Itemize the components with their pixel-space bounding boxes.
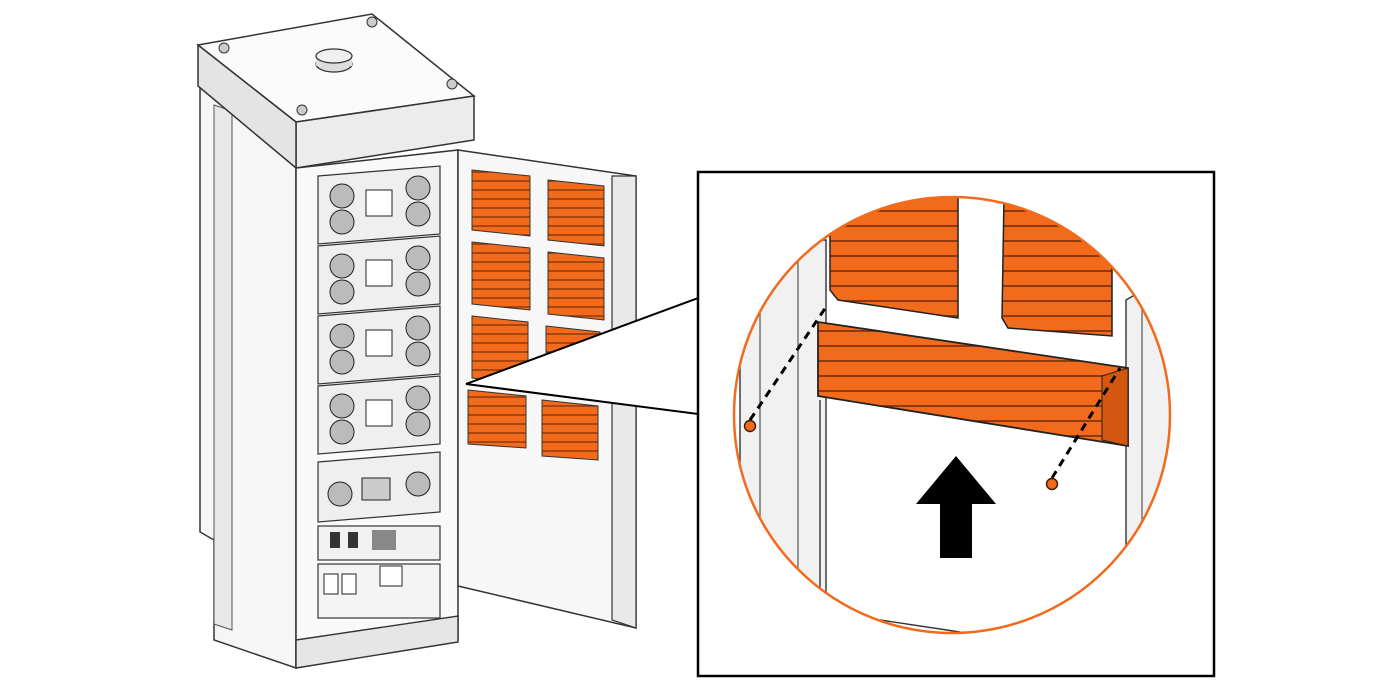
ups-cabinet (196, 13, 476, 670)
filter-panel (471, 169, 531, 237)
screw-icon (743, 419, 757, 433)
power-modules (317, 165, 441, 455)
dashed-alignment-line (1050, 367, 1122, 479)
power-module (317, 375, 441, 455)
power-module (317, 305, 441, 385)
dashed-alignment-line (748, 303, 830, 421)
up-arrow-icon (916, 456, 996, 558)
filter-panel (467, 389, 527, 449)
filter-panel (547, 179, 605, 247)
cabinet-base (295, 615, 459, 669)
control-section (317, 451, 441, 619)
magnifier-circle (732, 195, 1172, 635)
filter-panel (471, 241, 531, 311)
filter-panel (547, 251, 605, 321)
upper-filter-left (829, 197, 959, 319)
power-module (317, 165, 441, 245)
screw-icon (1045, 477, 1059, 491)
filter-panel (541, 399, 599, 461)
detail-callout (696, 170, 1216, 678)
power-module (317, 235, 441, 315)
